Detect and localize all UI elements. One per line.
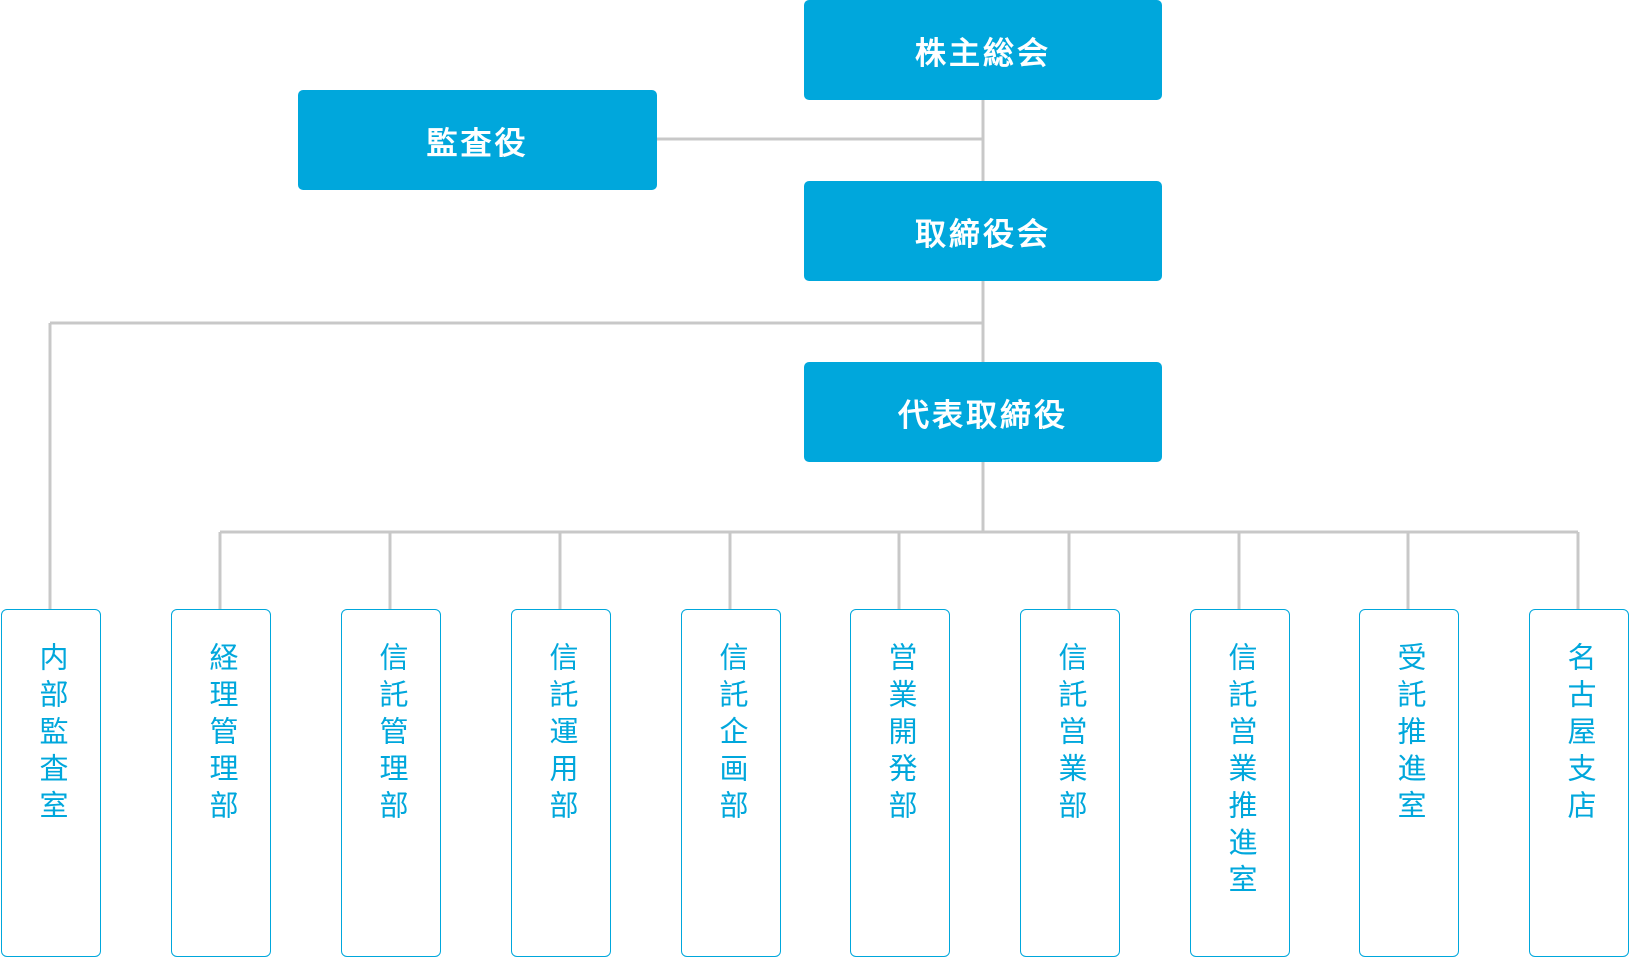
auditor-box: 監査役 [298,90,657,190]
shareholders-label: 株主総会 [915,35,1051,72]
dept-box-trust-operation: 信託運用部 [511,609,611,957]
board-box: 取締役会 [804,181,1162,281]
auditor-label: 監査役 [426,125,529,162]
dept-label: 信託営業推進室 [1224,642,1258,901]
dept-label: 信託営業部 [1054,642,1088,827]
dept-box-trust-sales: 信託営業部 [1020,609,1120,957]
dept-box-trust-acceptance: 受託推進室 [1359,609,1459,957]
dept-box-trust-management: 信託管理部 [341,609,441,957]
board-label: 取締役会 [915,216,1051,253]
dept-box-sales-development: 営業開発部 [850,609,950,957]
shareholders-box: 株主総会 [804,0,1162,100]
dept-label: 内部監査室 [35,642,69,827]
dept-label: 営業開発部 [884,642,918,827]
dept-box-nagoya-branch: 名古屋支店 [1529,609,1629,957]
dept-box-internal-audit: 内部監査室 [1,609,101,957]
dept-label: 受託推進室 [1393,642,1427,827]
dept-box-trust-planning: 信託企画部 [681,609,781,957]
dept-label: 信託企画部 [715,642,749,827]
dept-label: 名古屋支店 [1563,642,1597,827]
dept-label: 信託運用部 [545,642,579,827]
dept-label: 信託管理部 [375,642,409,827]
dept-box-accounting: 経理管理部 [171,609,271,957]
president-label: 代表取締役 [898,397,1068,434]
dept-box-trust-sales-promotion: 信託営業推進室 [1190,609,1290,957]
dept-label: 経理管理部 [205,642,239,827]
president-box: 代表取締役 [804,362,1162,462]
